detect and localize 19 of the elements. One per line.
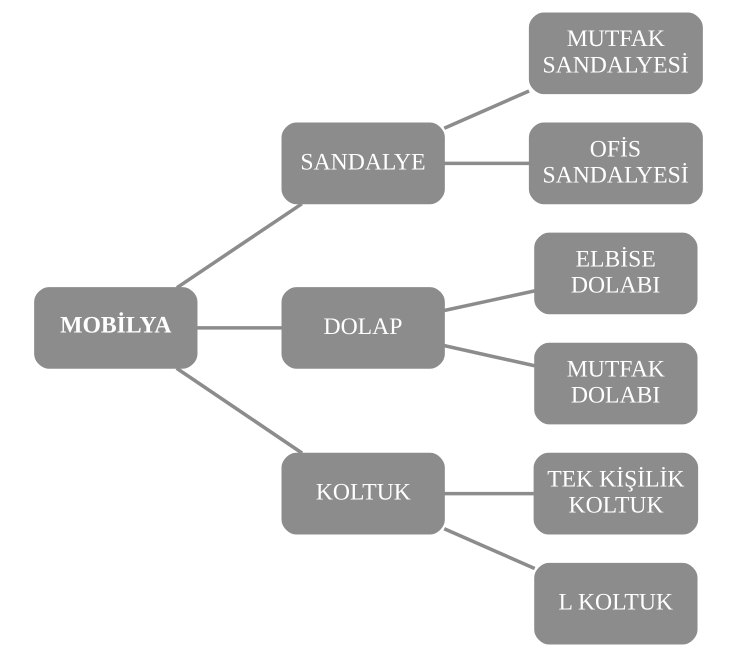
node-box: ELBİSE DOLABI	[534, 232, 698, 314]
connector	[444, 162, 530, 166]
connector	[444, 527, 536, 570]
node-box: OFİS SANDALYESİ	[528, 122, 703, 204]
connector	[444, 289, 536, 312]
node-box: L KOLTUK	[534, 562, 698, 645]
node-box: MUTFAK DOLABI	[534, 342, 698, 424]
connector	[176, 202, 303, 290]
connector	[444, 492, 534, 496]
node-box: DOLAP	[282, 287, 445, 369]
connector	[176, 366, 304, 455]
node-box: MOBİLYA	[34, 287, 198, 369]
node-box: MUTFAK SANDALYESİ	[528, 12, 703, 94]
node-box: SANDALYE	[282, 122, 445, 204]
node-box: KOLTUK	[282, 452, 445, 534]
connector	[444, 344, 536, 368]
connector	[444, 89, 530, 130]
node-box: TEK KİŞİLİK KOLTUK	[534, 452, 698, 534]
connector	[197, 326, 282, 330]
